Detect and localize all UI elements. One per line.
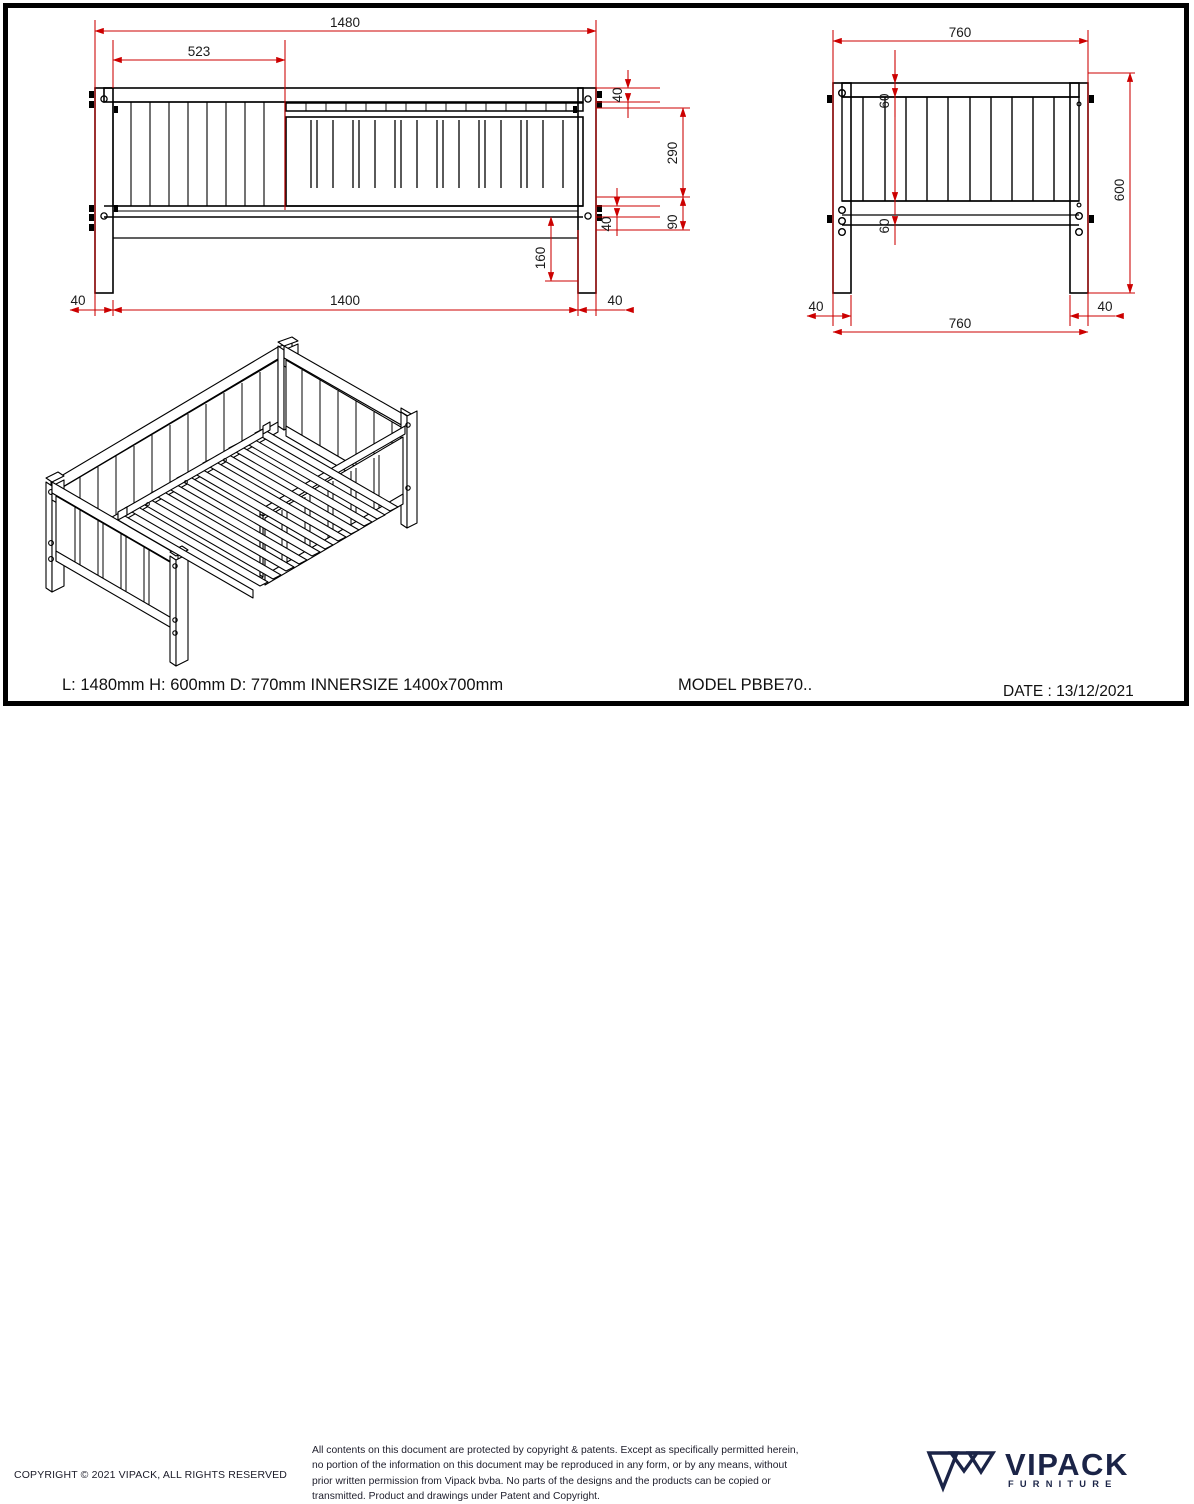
vipack-subword: FURNITURE [1008,1479,1118,1489]
dim-front-290: 290 [665,142,680,165]
dim-end-760-top: 760 [949,25,972,40]
dim-front-40-top: 40 [610,87,625,102]
isometric-view [45,336,418,667]
dim-front-40-right: 40 [607,293,622,308]
front-elevation-view: 1480 523 1400 40 40 40 290 40 90 160 [69,15,690,316]
end-elevation-view: 760 760 40 40 60 60 600 [806,25,1135,336]
dim-end-60-lower: 60 [877,218,892,233]
dim-end-40-right: 40 [1097,299,1112,314]
legal-disclaimer: All contents on this document are protec… [312,1443,857,1504]
dim-front-160: 160 [533,247,548,270]
legal-line: prior written permission from Vipack bvb… [312,1475,771,1487]
vipack-mark-icon [926,1451,997,1493]
dim-front-1400: 1400 [330,293,360,308]
dim-end-600: 600 [1112,179,1127,202]
dim-end-760-bottom: 760 [949,316,972,331]
caption-model: MODEL PBBE70.. [678,676,813,694]
legal-line: All contents on this document are protec… [312,1445,799,1456]
dim-end-40-left: 40 [808,299,823,314]
footer-strip: COPYRIGHT © 2021 VIPACK, ALL RIGHTS RESE… [0,712,1194,1502]
dim-front-40-left: 40 [70,293,85,308]
dim-front-90: 90 [665,214,680,229]
dim-front-523: 523 [188,44,211,59]
legal-line: transmitted. Product and drawings under … [312,1490,600,1502]
dim-end-60-upper: 60 [877,93,892,108]
dim-front-40-bottom: 40 [599,216,614,231]
copyright-notice: COPYRIGHT © 2021 VIPACK, ALL RIGHTS RESE… [14,1469,288,1481]
caption-date: DATE : 13/12/2021 [1003,683,1134,700]
dim-front-1480: 1480 [330,15,360,30]
vipack-logo: VIPACK FURNITURE [925,1447,1165,1494]
vipack-wordmark: VIPACK [1005,1447,1129,1482]
caption-dimensions: L: 1480mm H: 600mm D: 770mm INNERSIZE 14… [62,676,504,694]
drawing-sheet: 1480 523 1400 40 40 40 290 40 90 160 [0,3,1194,1502]
legal-line: no portion of the information on this do… [312,1460,788,1472]
